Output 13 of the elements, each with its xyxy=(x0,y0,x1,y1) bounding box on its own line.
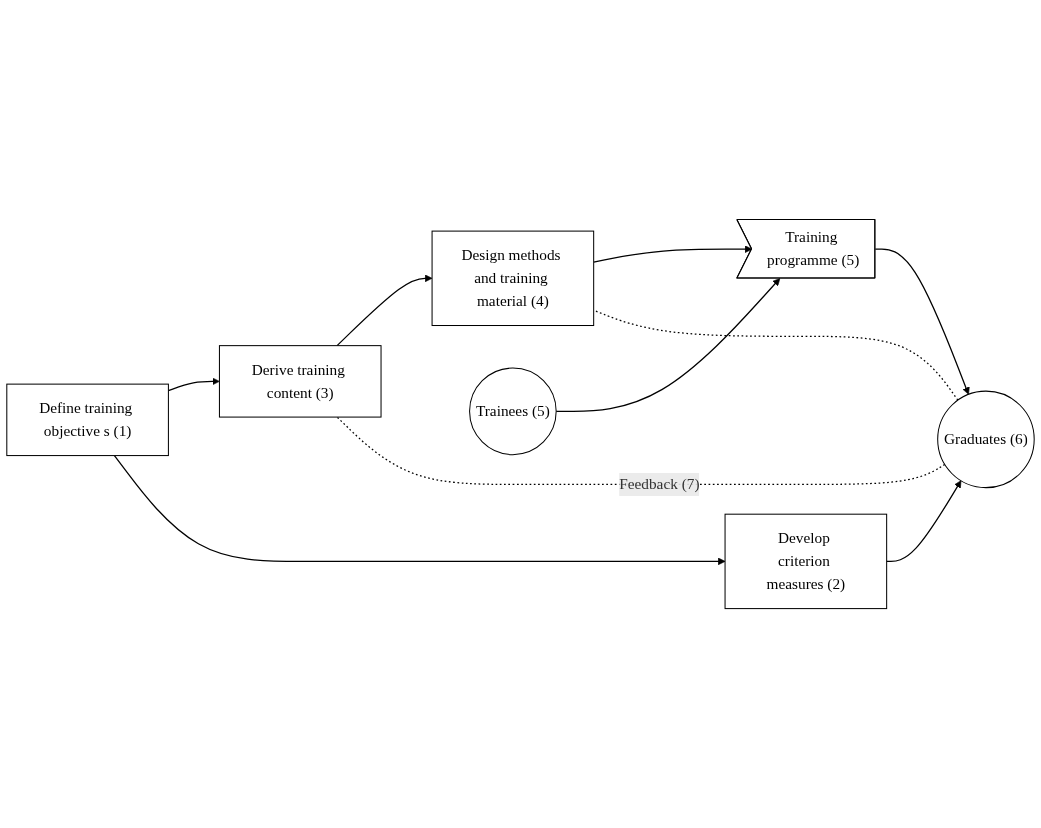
edge-label: Feedback (7) xyxy=(619,475,700,493)
node-box: Develop criterion measures (2) xyxy=(724,513,888,610)
arrow xyxy=(593,245,753,263)
node-circle: Graduates (6) xyxy=(937,390,1035,489)
arrow xyxy=(113,454,726,566)
arrow xyxy=(886,480,962,563)
node-box: Design methods and training material (4) xyxy=(431,230,595,326)
node-circle: Trainees (5) xyxy=(469,367,557,456)
arrow xyxy=(336,274,433,347)
node-box: Derive training content (3) xyxy=(218,345,382,418)
node-box: Define training objective s (1) xyxy=(6,383,169,457)
connector xyxy=(593,309,959,401)
arrow xyxy=(874,248,970,395)
